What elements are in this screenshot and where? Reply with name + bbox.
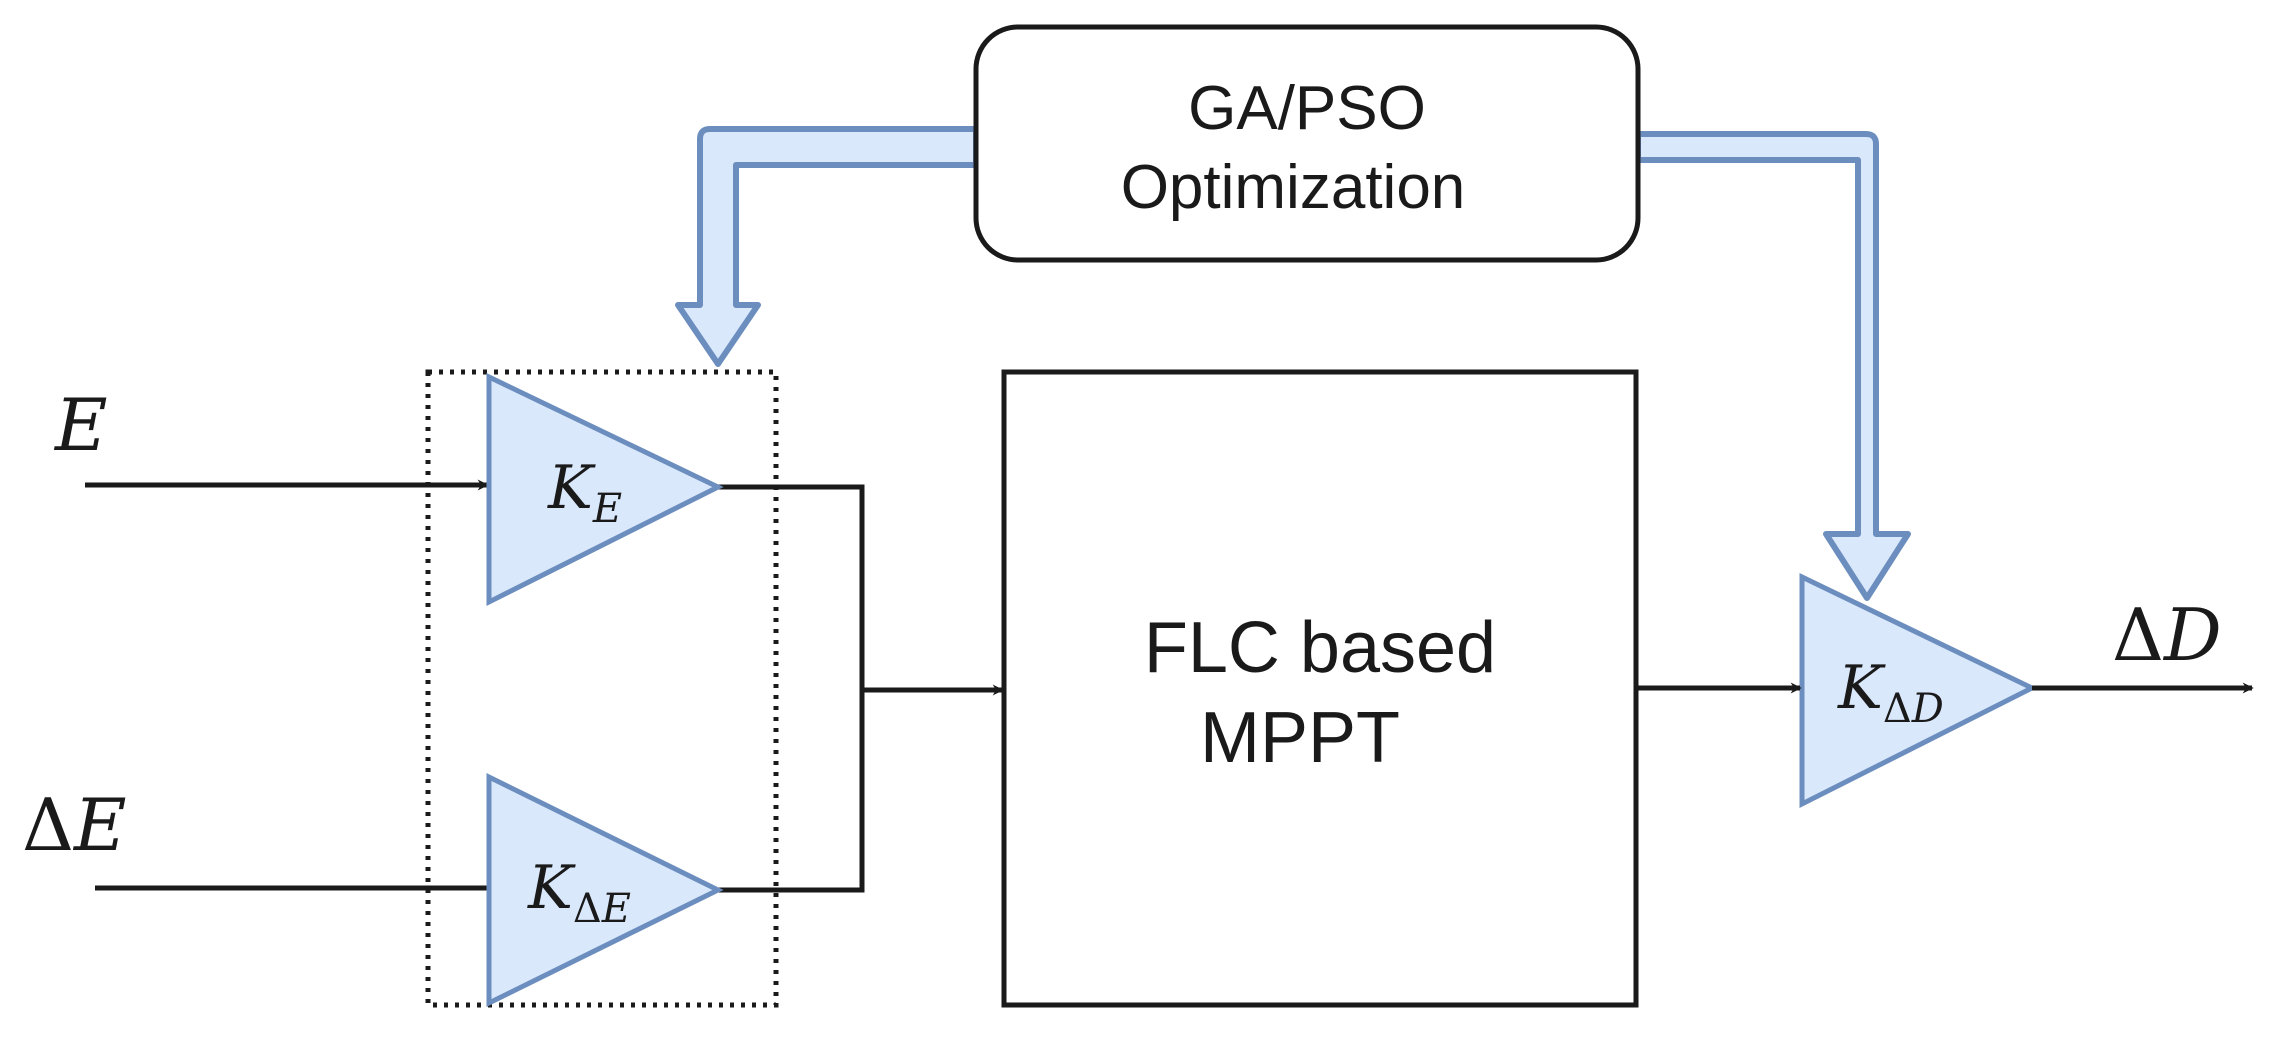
gain-kde-label: KΔE bbox=[527, 853, 631, 932]
optimizer-label-line1: GA/PSO bbox=[1188, 74, 1426, 143]
flc-label-line2: MPPT bbox=[1200, 698, 1400, 778]
gain-kde-triangle bbox=[486, 772, 724, 1008]
feedback-arrow-right bbox=[1635, 131, 1911, 601]
gain-junction-lines bbox=[718, 484, 865, 893]
output-label: ΔD bbox=[2112, 593, 2222, 677]
gain-ke-triangle bbox=[486, 373, 724, 607]
input-gain-group bbox=[425, 369, 779, 1008]
feedback-arrow-left bbox=[675, 126, 979, 367]
flc-mppt-block: FLC based MPPT bbox=[1001, 369, 1639, 1008]
input-de-label: ΔE bbox=[22, 783, 127, 867]
optimizer-block: GA/PSO Optimization bbox=[973, 24, 1641, 263]
optimizer-label-line2: Optimization bbox=[1121, 153, 1466, 222]
flc-label-line1: FLC based bbox=[1144, 608, 1496, 688]
gain-kdd-label: KΔD bbox=[1837, 653, 1944, 732]
gain-ke-label: KE bbox=[547, 453, 622, 532]
gain-kdd-triangle bbox=[1799, 573, 2038, 809]
input-e-label: E bbox=[53, 383, 108, 467]
